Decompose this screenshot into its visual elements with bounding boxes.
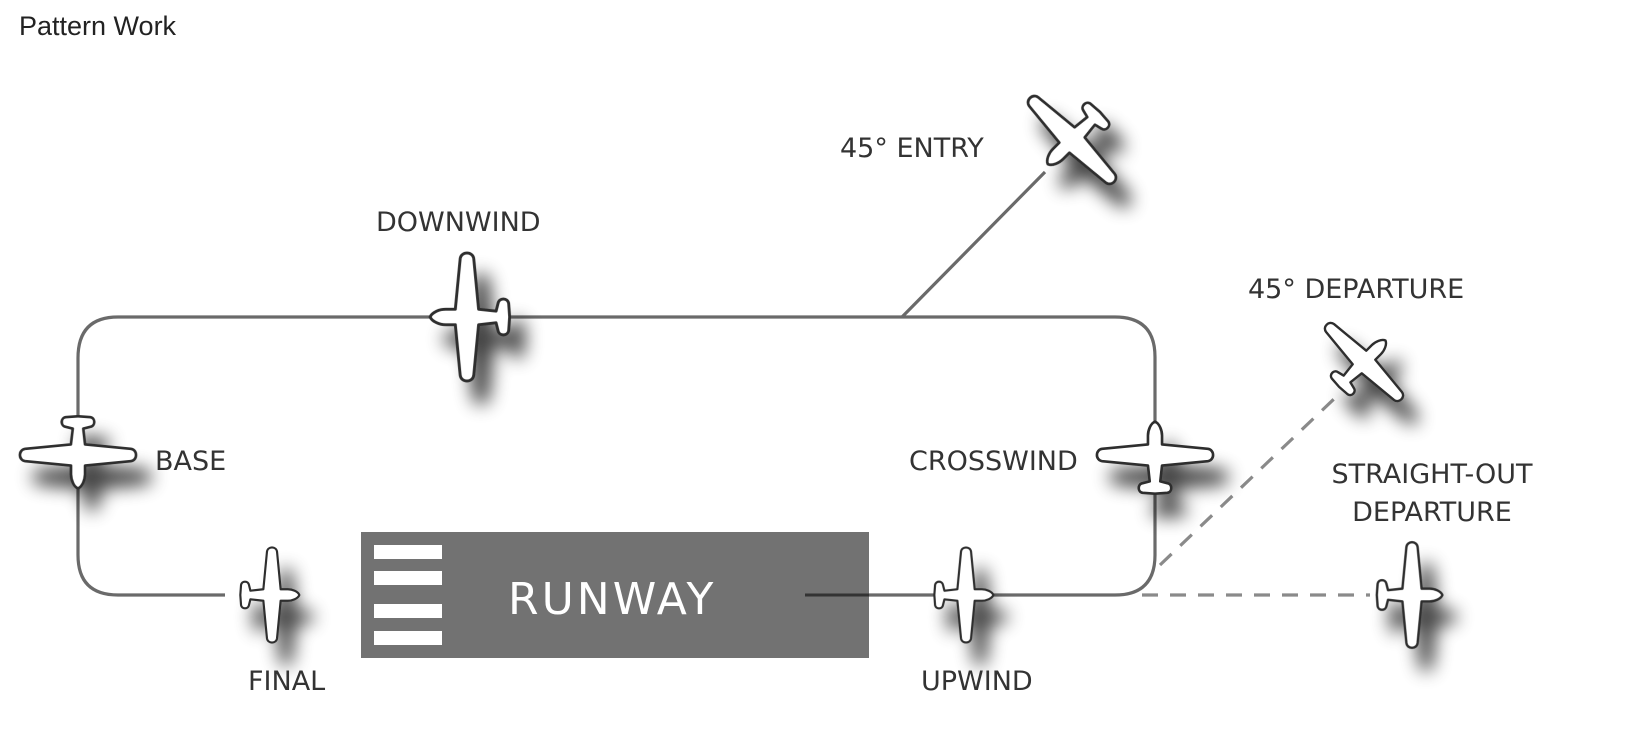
final-airplane-icon [239, 546, 301, 644]
threshold-bar [374, 545, 442, 559]
straight-out-label-line-1: STRAIGHT-OUT [1332, 459, 1533, 490]
entry-airplane-icon [1004, 68, 1144, 208]
downwind-label: DOWNWIND [376, 207, 541, 238]
upwind-label: UPWIND [921, 666, 1033, 697]
straight-out-airplane-icon [1375, 541, 1444, 649]
page-title: Pattern Work [19, 11, 177, 41]
departure-45-label: 45° DEPARTURE [1248, 274, 1464, 305]
threshold-bar [374, 631, 442, 645]
crosswind-label: CROSSWIND [909, 446, 1078, 477]
traffic-pattern-path [76, 315, 1157, 597]
entry-label: 45° ENTRY [840, 133, 984, 164]
crosswind-airplane-icon [1095, 420, 1215, 496]
threshold-bar [374, 604, 442, 618]
runway: RUNWAY [361, 532, 869, 658]
entry-line [900, 170, 1047, 319]
base-airplane-icon [18, 414, 138, 490]
downwind-airplane-icon [428, 251, 512, 383]
base-label: BASE [155, 446, 226, 477]
runway-threshold-markings [374, 545, 442, 645]
departure-45-airplane-icon [1300, 301, 1425, 426]
runway-surface [361, 532, 869, 658]
threshold-bar [374, 571, 442, 585]
straight-out-label-line-2: DEPARTURE [1352, 497, 1512, 528]
departure-45-dashed-line [1158, 396, 1337, 567]
final-label: FINAL [248, 666, 325, 697]
runway-label: RUNWAY [508, 574, 716, 625]
upwind-airplane-icon [933, 546, 995, 644]
